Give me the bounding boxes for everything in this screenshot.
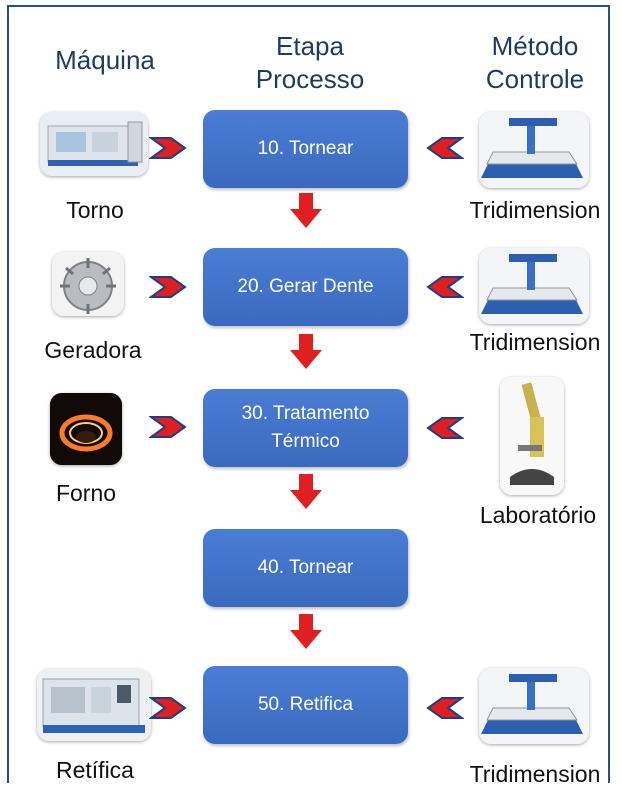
process-step-40: 40. Tornear xyxy=(203,529,408,607)
furnace-icon xyxy=(50,393,122,465)
process-step-20: 20. Gerar Dente xyxy=(203,248,408,326)
chevron-right-icon xyxy=(149,416,187,438)
chevron-right-icon xyxy=(149,137,187,159)
machine-label: Torno xyxy=(66,197,124,223)
chevron-left-icon xyxy=(426,697,464,719)
down-arrow-icon xyxy=(290,614,322,649)
chevron-right-icon xyxy=(149,276,187,298)
header-method: Método Controle xyxy=(485,31,585,94)
chevron-left-icon xyxy=(426,276,464,298)
process-step-label: 40. Tornear xyxy=(257,557,354,578)
process-step-30: 30. Tratamento Térmico xyxy=(203,389,408,467)
method-label: Tridimension xyxy=(469,329,601,355)
machine-label: Geradora xyxy=(44,337,142,363)
process-step-label: 50. Retifica xyxy=(257,694,354,715)
gear-icon xyxy=(52,252,124,316)
process-step-50: 50. Retifica xyxy=(203,666,408,744)
process-step-label: 20. Gerar Dente xyxy=(237,276,374,297)
process-step-label: 10. Tornear xyxy=(257,138,354,159)
cmm-icon xyxy=(479,668,589,744)
chevron-left-icon xyxy=(426,417,464,439)
cmm-icon xyxy=(479,248,589,324)
chevron-left-icon xyxy=(426,137,464,159)
grinder-icon xyxy=(37,669,151,741)
chevron-right-icon xyxy=(149,697,187,719)
down-arrow-icon xyxy=(290,334,322,369)
method-label: Tridimension xyxy=(469,761,601,787)
lathe-icon xyxy=(40,112,148,176)
machine-label: Forno xyxy=(55,480,117,506)
cmm-icon xyxy=(479,112,589,188)
header-machine: Máquina xyxy=(55,45,155,75)
method-label: Tridimension xyxy=(469,197,601,223)
down-arrow-icon xyxy=(290,193,322,228)
down-arrow-icon xyxy=(290,474,322,509)
machine-label: Retífica xyxy=(56,757,134,783)
diagram-frame xyxy=(7,5,610,783)
header-step: Etapa Processo xyxy=(255,31,365,94)
process-step-10: 10. Tornear xyxy=(203,110,408,188)
process-step-label: 30. Tratamento Térmico xyxy=(241,403,370,452)
method-label: Laboratório xyxy=(479,502,597,528)
microscope-icon xyxy=(500,377,564,495)
